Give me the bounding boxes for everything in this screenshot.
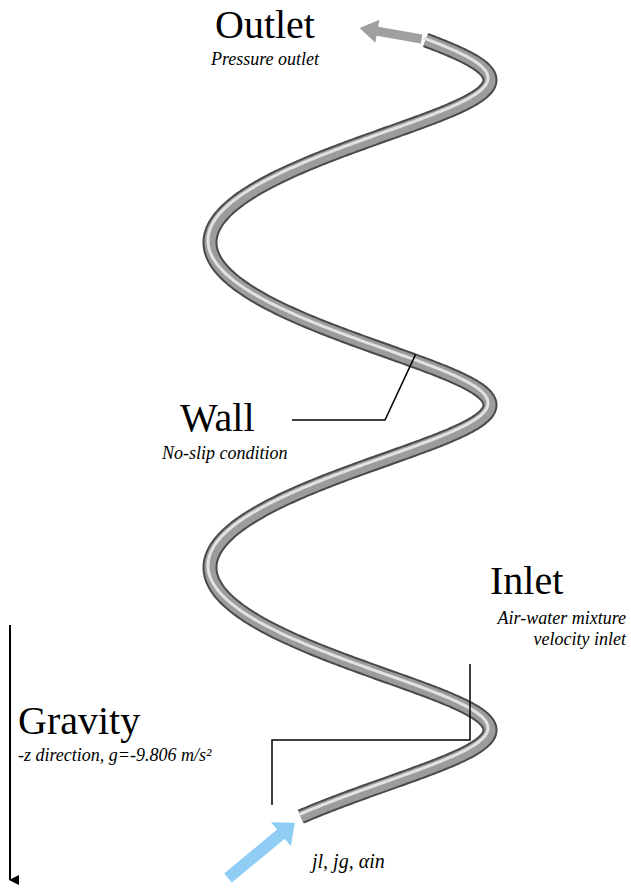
outlet-arrow: [360, 20, 423, 44]
wall-condition: No-slip condition: [162, 443, 382, 464]
inlet-variables: jl, jg, αin: [312, 850, 472, 873]
outlet-title: Outlet: [160, 2, 370, 48]
wall-leader: [292, 355, 416, 420]
inlet-condition: Air-water mixture velocity inlet: [458, 608, 626, 649]
inlet-leader: [272, 664, 470, 805]
gravity-arrow: [9, 625, 11, 880]
gravity-condition: -z direction, g=-9.806 m/s²: [18, 745, 223, 766]
inlet-title: Inlet: [490, 558, 626, 604]
inlet-arrow: [224, 822, 295, 882]
wall-title: Wall: [180, 395, 285, 441]
leader-lines: [272, 355, 470, 805]
gravity-title: Gravity: [18, 698, 218, 744]
outlet-condition: Pressure outlet: [160, 49, 370, 70]
